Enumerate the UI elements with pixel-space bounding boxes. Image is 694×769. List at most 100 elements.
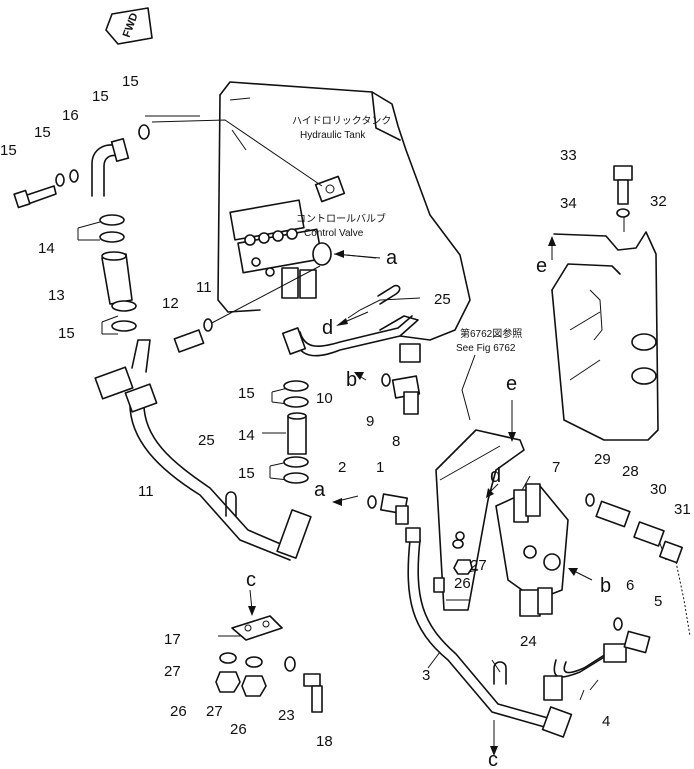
o-ring-13 <box>203 318 213 332</box>
o-ring-9 <box>381 373 391 387</box>
note-see-fig-en: See Fig 6762 <box>456 343 516 354</box>
bolt-18 <box>13 185 57 209</box>
note-hydraulic-tank-en: Hydraulic Tank <box>300 130 366 141</box>
part-label-7: 7 <box>552 459 560 476</box>
part-label-12: 12 <box>162 295 179 312</box>
elbow-16 <box>91 137 130 197</box>
note-hydraulic-tank-jp: ハイドロリックタンク <box>292 115 391 127</box>
washer-19 <box>55 173 65 187</box>
nut-26-b <box>241 675 267 697</box>
hose-14-upper <box>101 251 133 305</box>
part-label-13: 11 <box>196 279 212 296</box>
hydraulic-tank <box>217 81 471 341</box>
part-label-14-b: 14 <box>238 427 255 444</box>
part-label-30: 30 <box>650 481 667 498</box>
part-label-15-a: 14 <box>38 240 55 257</box>
part-label-27-a: 27 <box>164 663 181 680</box>
part-label-26-b: 26 <box>230 721 247 738</box>
part-label-25-b: 25 <box>198 432 215 449</box>
control-valve-cluster <box>229 199 332 299</box>
part-label-26-a: 26 <box>170 703 187 720</box>
ref-label-a-1: a <box>386 247 398 269</box>
pipe-4 <box>543 643 627 701</box>
part-label-33: 33 <box>560 147 577 164</box>
part-label-18: 15 <box>0 142 17 159</box>
washer-27-b <box>245 656 263 668</box>
ref-label-b-2: b <box>600 575 611 597</box>
part-label-4: 4 <box>602 713 610 730</box>
note-control-valve-en: Control Valve <box>304 228 364 239</box>
clip-25-upper <box>377 284 401 305</box>
fitting-28 <box>595 500 631 528</box>
fitting-12 <box>173 329 205 353</box>
o-ring-17 <box>138 124 150 140</box>
part-label-17: 15 <box>122 73 139 90</box>
fitting-1 <box>379 493 409 525</box>
note-control-valve-jp: コントロールバルブ <box>296 212 386 225</box>
note-see-fig-jp: 第6762図参照 <box>460 327 522 340</box>
part-label-34: 34 <box>560 195 577 212</box>
ref-labels: a a b b c c d d e e <box>246 247 611 769</box>
bolt-22 <box>303 673 323 713</box>
leader-lines <box>77 115 667 701</box>
part-label-11: 11 <box>138 483 154 500</box>
part-label-31: 31 <box>674 501 691 518</box>
ref-label-d-2: d <box>490 465 501 487</box>
washer-27-a <box>219 652 237 664</box>
ref-label-d-1: d <box>322 317 333 339</box>
part-label-5: 5 <box>654 593 662 610</box>
ref-label-c-2: c <box>488 749 498 769</box>
annotations: ハイドロリックタンク Hydraulic Tank コントロールバルブ Cont… <box>292 115 522 354</box>
hose-14-lower <box>287 412 307 455</box>
part-label-6: 6 <box>626 577 634 594</box>
ref-label-b-1: b <box>346 369 357 391</box>
part-label-16: 15 <box>92 88 109 105</box>
part-label-15-c: 15 <box>238 385 255 402</box>
part-label-8: 8 <box>392 433 400 450</box>
part-label-32: 32 <box>650 193 667 210</box>
part-label-25-a: 25 <box>434 291 451 308</box>
part-label-29: 29 <box>594 451 611 468</box>
o-ring-6 <box>613 617 623 631</box>
cover-32 <box>551 231 659 441</box>
clip-25-lower <box>225 491 237 517</box>
ref-label-e-2: e <box>536 255 547 277</box>
bolt-33 <box>613 165 633 205</box>
valve-7 <box>495 483 569 617</box>
nut-26-a <box>215 671 241 693</box>
pipe-3 <box>405 527 573 738</box>
part-label-24: 24 <box>520 633 537 650</box>
washer-34 <box>616 208 630 218</box>
part-label-14-a: 13 <box>48 287 65 304</box>
part-label-23: 23 <box>278 707 295 724</box>
part-label-1: 1 <box>376 459 384 476</box>
part-label-27-b: 27 <box>206 703 223 720</box>
o-ring-29 <box>585 493 595 507</box>
part-label-10: 10 <box>316 390 333 407</box>
ref-label-c-1: c <box>246 569 256 591</box>
elbow-5 <box>623 630 651 654</box>
part-label-22: 18 <box>316 733 333 750</box>
nut-26-c <box>453 559 473 575</box>
o-ring-2 <box>367 495 377 509</box>
part-label-3: 3 <box>422 667 430 684</box>
ref-label-e-1: e <box>506 373 517 395</box>
washer-20 <box>69 169 79 183</box>
washer-23 <box>284 656 296 672</box>
ref-arrows <box>248 236 593 756</box>
part-label-21: 17 <box>164 631 181 648</box>
bracket-21 <box>231 615 283 641</box>
hose-clamps <box>99 214 309 484</box>
part-label-20: 16 <box>62 107 79 124</box>
part-label-9: 9 <box>366 413 374 430</box>
part-labels: 15 15 16 15 15 14 13 15 12 11 25 15 10 9… <box>0 73 691 750</box>
fitting-30 <box>633 521 665 547</box>
cap-31 <box>659 540 691 637</box>
pipe-10 <box>281 315 421 363</box>
part-label-28: 28 <box>622 463 639 480</box>
part-label-26-c: 26 <box>454 575 471 592</box>
clip-24 <box>493 661 507 685</box>
tank-port-flange <box>314 175 346 203</box>
